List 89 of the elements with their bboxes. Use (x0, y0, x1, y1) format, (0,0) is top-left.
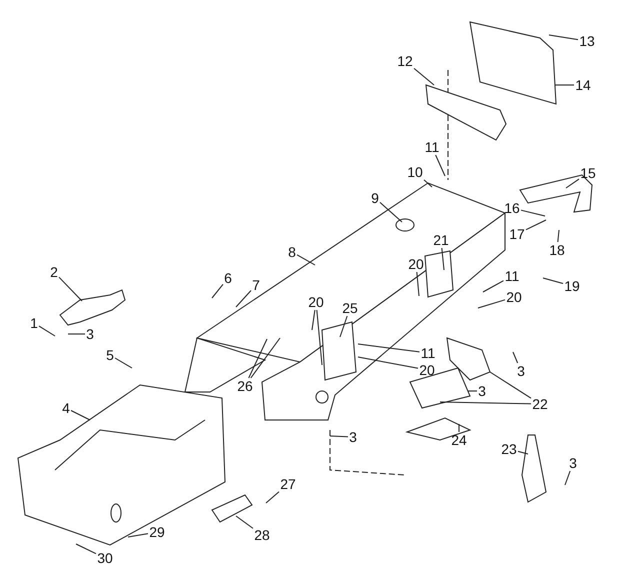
callout-number: 4 (61, 400, 71, 416)
callout-number: 26 (236, 378, 254, 394)
callout-number: 20 (418, 362, 436, 378)
leader-line (114, 358, 132, 368)
callout-number: 17 (508, 226, 526, 242)
callout-number: 23 (500, 441, 518, 457)
leader-line (441, 248, 444, 270)
callout-number: 19 (563, 278, 581, 294)
leader-line (250, 338, 280, 378)
leader-line (542, 278, 564, 284)
callout-number: 25 (341, 300, 359, 316)
leader-line (358, 356, 418, 369)
leader-line (424, 179, 432, 188)
leader-line (458, 424, 460, 432)
leader-line (236, 290, 252, 308)
leader-line (416, 272, 420, 296)
leader-line (564, 470, 571, 486)
callout-number: 24 (450, 432, 468, 448)
callout-number: 20 (505, 289, 523, 305)
callout-number: 18 (548, 242, 566, 258)
nose-pan-drawing (17, 384, 226, 546)
panel-drawing (469, 21, 557, 105)
leader-line (435, 154, 446, 176)
callout-number: 20 (407, 256, 425, 272)
leader-line (482, 280, 504, 292)
leader-line (518, 450, 528, 454)
leader-line (58, 276, 82, 302)
leader-line (76, 544, 96, 554)
leader-line (70, 410, 90, 420)
leader-line (312, 310, 316, 330)
callout-number: 14 (574, 77, 592, 93)
callout-number: 3 (348, 429, 358, 445)
callout-number: 8 (287, 244, 297, 260)
callout-number: 3 (85, 326, 95, 342)
leader-line (566, 178, 580, 188)
leader-line (520, 210, 546, 216)
leader-line (248, 338, 268, 378)
leader-line (38, 326, 56, 336)
leader-line (440, 402, 532, 404)
callout-number: 15 (579, 165, 597, 181)
bracket-drawing (521, 434, 547, 503)
callout-number: 27 (279, 476, 297, 492)
callout-number: 20 (307, 294, 325, 310)
leader-line (212, 284, 224, 298)
callout-number: 28 (253, 527, 271, 543)
callout-number: 13 (578, 33, 596, 49)
callout-number: 1 (29, 315, 39, 331)
callout-number: 6 (223, 270, 233, 286)
leader-line (557, 230, 560, 242)
callout-number: 11 (420, 345, 436, 361)
plate-drawing (409, 367, 471, 409)
tunnel-drawing (184, 182, 506, 421)
callout-number: 11 (504, 268, 520, 284)
leader-line (414, 68, 434, 86)
callout-number: 30 (96, 550, 114, 566)
callout-number: 9 (370, 190, 380, 206)
leader-line (548, 34, 578, 40)
leader-line (340, 316, 348, 338)
leader-line (266, 491, 280, 504)
callout-number: 11 (424, 139, 440, 155)
leader-line (358, 344, 420, 352)
leader-line (468, 390, 478, 392)
angle-plate-drawing (211, 494, 253, 523)
callout-number: 21 (432, 232, 450, 248)
callout-number: 3 (568, 455, 578, 471)
callout-number: 2 (49, 264, 59, 280)
callout-number: 3 (516, 363, 526, 379)
leader-line (236, 516, 254, 529)
leader-line (526, 220, 546, 230)
bracket-drawing (425, 84, 507, 141)
callout-number: 22 (531, 396, 549, 412)
leader-line (554, 84, 574, 86)
callout-number: 7 (251, 277, 261, 293)
bracket-drawing (446, 337, 491, 381)
callout-number: 3 (477, 383, 487, 399)
callout-number: 12 (396, 53, 414, 69)
leader-line (296, 254, 316, 266)
bracket-drawing (59, 289, 126, 326)
leader-line (380, 202, 402, 222)
leader-line (490, 372, 532, 399)
leader-line (316, 310, 322, 366)
leader-line (330, 436, 348, 438)
callout-number: 5 (105, 347, 115, 363)
callout-number: 16 (503, 200, 521, 216)
leader-line (512, 352, 518, 364)
leader-line (128, 533, 148, 538)
callout-number: 29 (148, 524, 166, 540)
leader-line (478, 299, 506, 308)
callout-number: 10 (406, 164, 424, 180)
